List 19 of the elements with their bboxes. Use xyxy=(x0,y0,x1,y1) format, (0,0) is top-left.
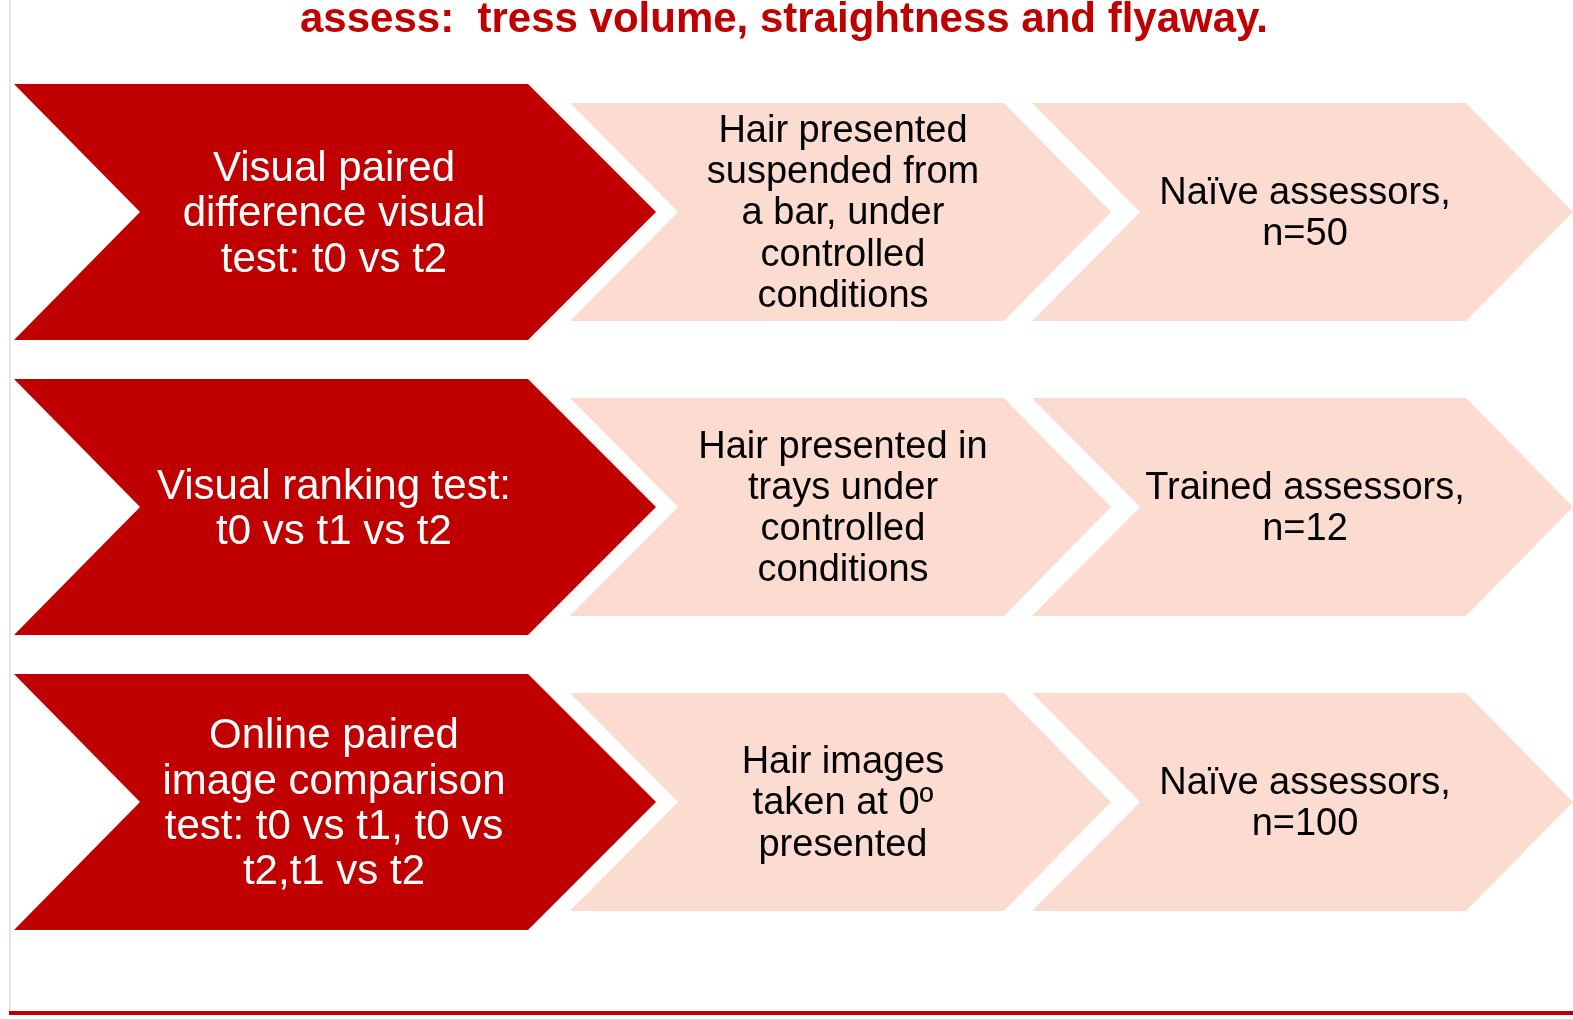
chevron-text: Naïve assessors, n=100 xyxy=(1158,760,1452,844)
process-step xyxy=(570,103,1111,321)
process-step xyxy=(14,674,656,930)
chevron-text: Visual paired difference visual test: t0 vs t2 xyxy=(181,143,487,281)
title: assess: tress volume, straightness and flyaway. xyxy=(300,0,1269,42)
chevron-text: Hair presented suspended from a bar, under controlled conditions xyxy=(705,109,981,315)
process-step xyxy=(14,379,656,635)
chevron-text: Hair images taken at 0º presented xyxy=(740,740,946,864)
process-step xyxy=(1032,103,1573,321)
process-step xyxy=(14,84,656,340)
process-step xyxy=(1032,398,1573,616)
process-step xyxy=(570,693,1111,911)
chevron-text: Visual ranking test: t0 vs t1 vs t2 xyxy=(155,461,513,553)
chevron-text: Hair presented in trays under controlled conditions xyxy=(697,424,989,590)
process-step xyxy=(570,398,1111,616)
chevron-text: Trained assessors, n=12 xyxy=(1145,465,1465,549)
process-step xyxy=(1032,693,1573,911)
chevron-text: Online paired image comparison test: t0 vs t1, t0 vs t2,t1 vs t2 xyxy=(161,711,507,893)
chevron-text: Naïve assessors, n=50 xyxy=(1158,170,1452,254)
